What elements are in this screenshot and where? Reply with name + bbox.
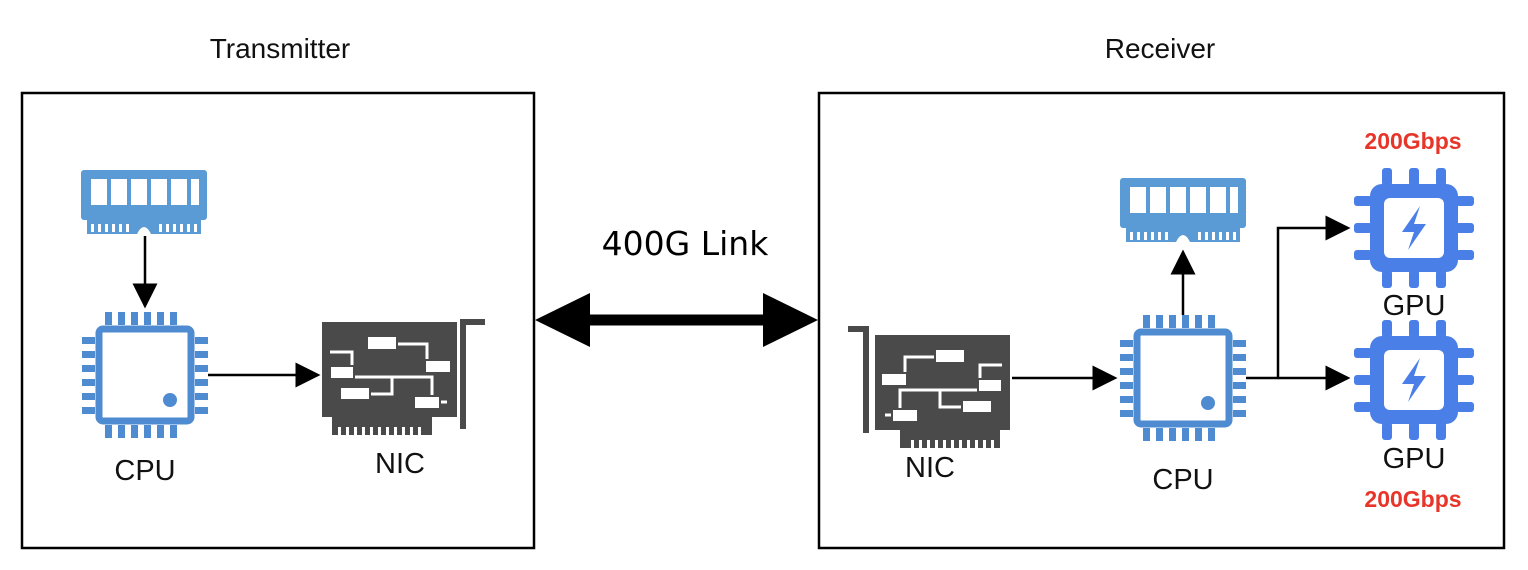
gpu-bottom-label: GPU [1382,443,1446,475]
gpu-top-rate: 200Gbps [1364,128,1462,154]
nic-bracket [848,326,869,433]
gpu-bottom-rate: 200Gbps [1364,486,1462,512]
receiver-nic-label: NIC [905,452,955,484]
gpu-chip-icon [1354,168,1474,288]
cpu-to-gpu-top-arrow [1246,215,1351,380]
receiver-cpu-label: CPU [1152,464,1214,496]
nic-card-icon [320,320,459,437]
transmitter-nic-label: NIC [375,448,425,480]
receiver-title: Receiver [1104,33,1216,64]
nic-card-icon [873,333,1012,450]
link-label: 400G Link [601,224,769,263]
transmitter-title: Transmitter [209,33,351,64]
gpu-chip-icon [1354,320,1474,440]
transmitter-cpu-label: CPU [114,455,176,487]
memory-icon [81,170,207,234]
nic-bracket [460,319,485,429]
link-arrow-right-head [763,293,818,347]
transmitter-box [20,91,536,550]
memory-icon [1120,178,1246,242]
link-arrow-left-head [535,293,590,347]
cpu-chip-icon [82,312,208,438]
cpu-chip-icon [1120,315,1246,441]
receiver-box [817,91,1506,550]
gpu-top-label: GPU [1382,290,1446,322]
